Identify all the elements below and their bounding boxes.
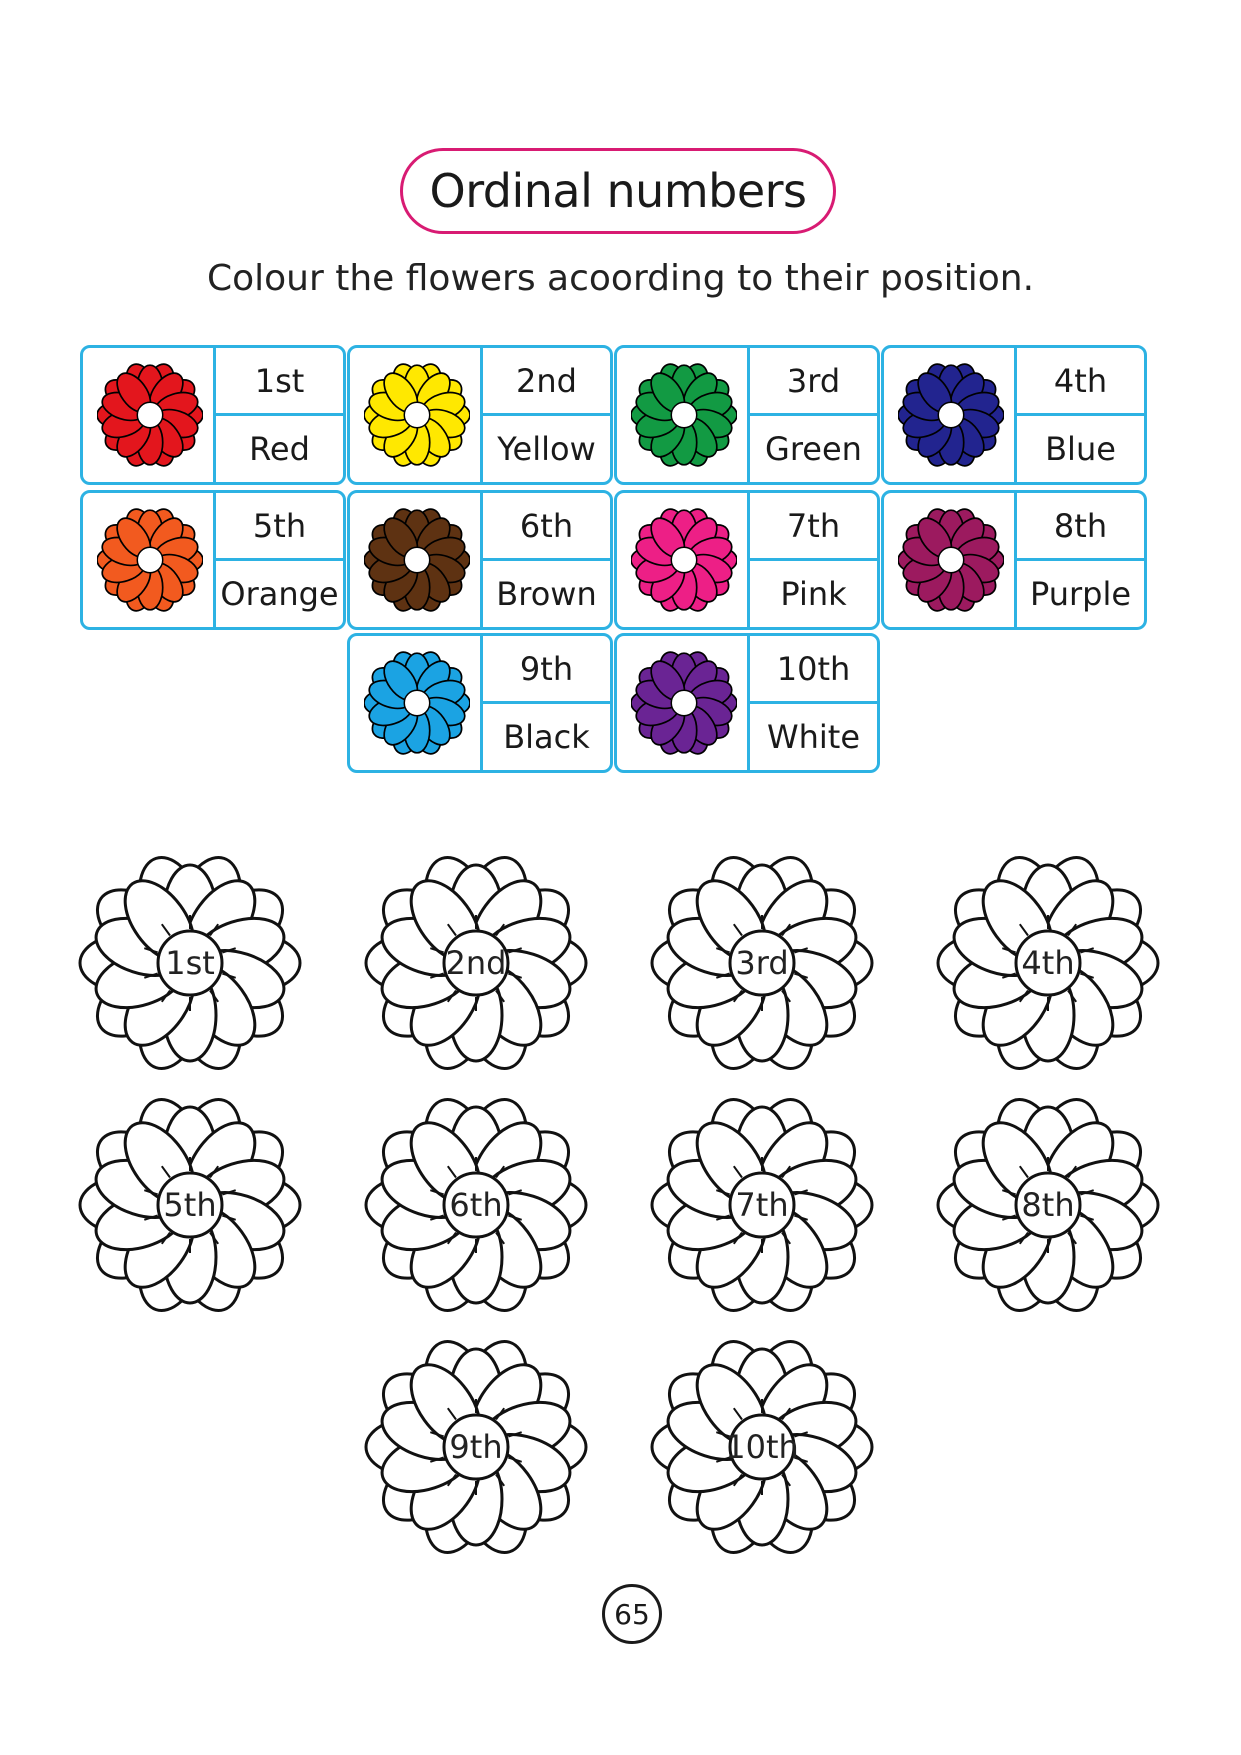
legend-flower-cell [617, 348, 750, 482]
flower-ordinal-label: 9th [449, 1428, 503, 1466]
flower-ordinal-label: 10th [725, 1428, 799, 1466]
legend-color-name: Red [249, 430, 310, 468]
coloring-flower[interactable]: 7th [647, 1095, 877, 1315]
flower-ordinal-label: 5th [163, 1186, 217, 1224]
legend-color-name: White [766, 718, 861, 756]
legend-ordinal: 6th [483, 493, 610, 561]
legend-flower-cell [617, 636, 750, 770]
legend-color-name: Pink [780, 575, 847, 613]
flower-outline-icon [936, 1098, 1160, 1312]
legend-color-name: Blue [1045, 430, 1116, 468]
coloring-flower[interactable]: 2nd [361, 853, 591, 1073]
legend-ordinal: 8th [1017, 493, 1144, 561]
flower-outline-icon [650, 856, 874, 1070]
flower-ordinal-label: 8th [1021, 1186, 1075, 1224]
flower-ordinal-label: 6th [449, 1186, 503, 1224]
legend-ordinal: 1st [216, 348, 343, 416]
legend-color-name: Orange [220, 575, 339, 613]
coloring-flower[interactable]: 1st [75, 853, 305, 1073]
legend-color-name: Purple [1029, 575, 1132, 613]
legend-ordinal: 5th [216, 493, 343, 561]
legend-flower-cell [350, 348, 483, 482]
flower-outline-icon [650, 1340, 874, 1554]
legend-color-name: Yellow [497, 430, 596, 468]
legend-color-name: Green [765, 430, 862, 468]
legend-ordinal: 7th [750, 493, 877, 561]
flower-outline-icon [78, 856, 302, 1070]
flower-ordinal-label: 2nd [445, 944, 507, 982]
coloring-flower[interactable]: 5th [75, 1095, 305, 1315]
flower-outline-icon [650, 1098, 874, 1312]
legend-flower-cell [617, 493, 750, 627]
legend-ordinal: 2nd [483, 348, 610, 416]
legend-ordinal: 3rd [750, 348, 877, 416]
flower-ordinal-label: 7th [735, 1186, 789, 1224]
coloring-flower[interactable]: 8th [933, 1095, 1163, 1315]
coloring-flower[interactable]: 3rd [647, 853, 877, 1073]
legend-color-name: Brown [496, 575, 597, 613]
legend-ordinal: 10th [750, 636, 877, 704]
instruction-text: Colour the flowers acoording to their po… [206, 258, 1035, 299]
coloring-flower[interactable]: 6th [361, 1095, 591, 1315]
flower-icon [631, 508, 737, 612]
legend-flower-cell [83, 493, 216, 627]
flower-ordinal-label: 1st [165, 944, 215, 982]
legend-color-name: Black [503, 718, 590, 756]
flower-outline-icon [936, 856, 1160, 1070]
page-number: 65 [602, 1584, 662, 1644]
flower-outline-icon [364, 856, 588, 1070]
page-title: Ordinal numbers [400, 148, 836, 234]
legend-flower-cell [884, 348, 1017, 482]
flower-icon [898, 508, 1004, 612]
flower-icon [97, 363, 203, 467]
flower-ordinal-label: 3rd [735, 944, 789, 982]
flower-icon [898, 363, 1004, 467]
legend-ordinal: 9th [483, 636, 610, 704]
flower-icon [631, 363, 737, 467]
flower-outline-icon [78, 1098, 302, 1312]
flower-outline-icon [364, 1098, 588, 1312]
legend-flower-cell [884, 493, 1017, 627]
flower-icon [631, 651, 737, 755]
coloring-flower[interactable]: 4th [933, 853, 1163, 1073]
flower-ordinal-label: 4th [1021, 944, 1075, 982]
legend-flower-cell [350, 493, 483, 627]
coloring-flower[interactable]: 9th [361, 1337, 591, 1557]
legend-flower-cell [83, 348, 216, 482]
flower-icon [364, 651, 470, 755]
flower-icon [97, 508, 203, 612]
coloring-flower[interactable]: 10th [647, 1337, 877, 1557]
legend-ordinal: 4th [1017, 348, 1144, 416]
flower-icon [364, 363, 470, 467]
flower-icon [364, 508, 470, 612]
flower-outline-icon [364, 1340, 588, 1554]
legend-flower-cell [350, 636, 483, 770]
